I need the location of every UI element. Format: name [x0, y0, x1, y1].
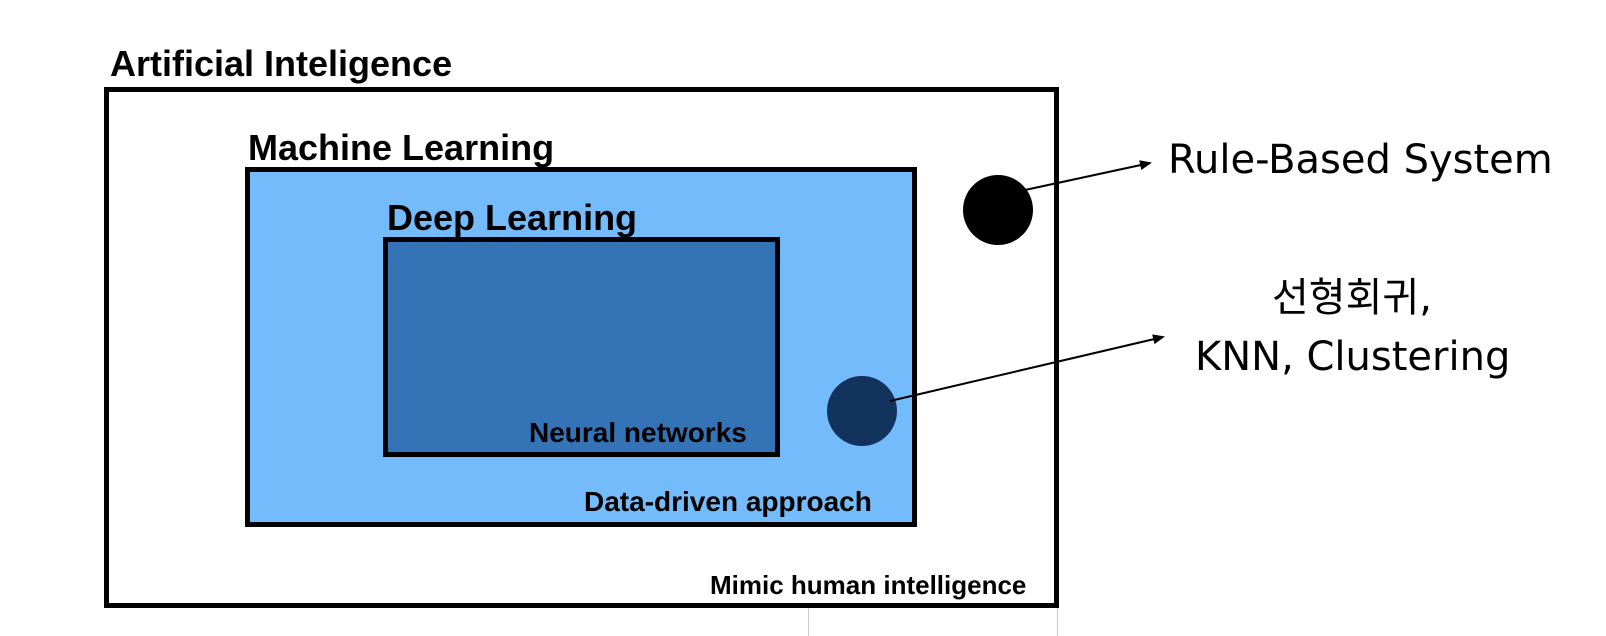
dl-box	[383, 237, 780, 457]
classic-ml-label-line2: KNN, Clustering	[1195, 334, 1511, 380]
ai-caption: Mimic human intelligence	[710, 570, 1027, 600]
classic-ml-arrow	[889, 334, 1165, 402]
ml-title: Machine Learning	[248, 127, 555, 168]
rule-based-label: Rule-Based System	[1168, 137, 1553, 183]
ai-title: Artificial Inteligence	[110, 43, 453, 84]
rule-based-arrow	[1024, 160, 1152, 191]
bottom-divider-line-right	[1057, 608, 1058, 636]
dl-title: Deep Learning	[387, 197, 638, 238]
dl-caption: Neural networks	[529, 417, 747, 448]
rule-based-marker	[963, 175, 1033, 245]
classic-ml-marker	[827, 376, 897, 446]
ml-caption: Data-driven approach	[584, 486, 872, 517]
classic-ml-label-line1: 선형회귀,	[1272, 275, 1432, 321]
bottom-divider-line	[808, 608, 809, 636]
